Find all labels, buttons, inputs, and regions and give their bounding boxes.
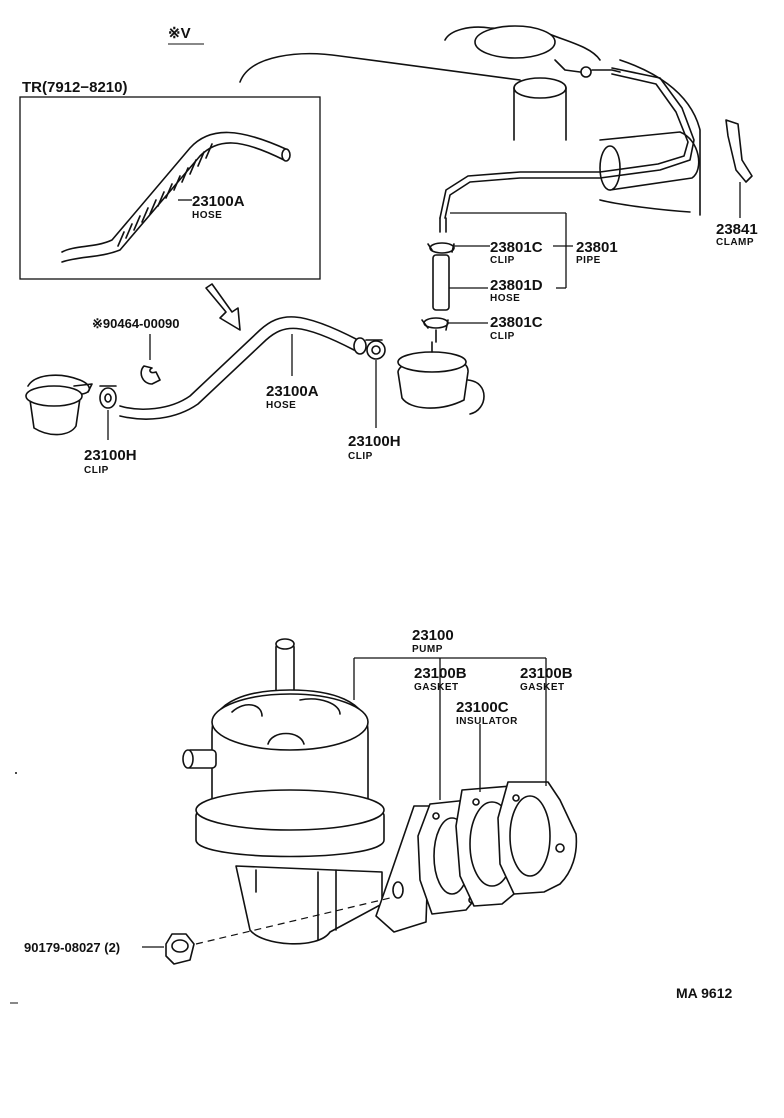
name-23100h-right: CLIP	[348, 451, 373, 462]
name-23801d: HOSE	[490, 293, 520, 304]
diagram-code: MA 9612	[676, 985, 733, 1001]
name-23801c-bottom: CLIP	[490, 331, 515, 342]
inset-box	[19, 96, 321, 280]
arrow-icon	[205, 283, 241, 331]
label-23801c-bottom: 23801C	[490, 314, 543, 331]
hose-23100a	[119, 316, 367, 420]
inset-title: TR(7912−8210)	[22, 79, 127, 96]
nut-90179	[165, 897, 391, 965]
name-23100b-1: GASKET	[414, 682, 459, 693]
label-23100b-2: 23100B	[520, 665, 573, 682]
engine-outline	[239, 25, 701, 216]
name-23100c: INSULATOR	[456, 716, 518, 727]
name-23100h-left: CLIP	[84, 465, 109, 476]
leaders-right	[448, 212, 573, 324]
name-23100a: HOSE	[266, 400, 296, 411]
label-90464: ※90464-00090	[92, 316, 180, 331]
label-23100b-1: 23100B	[414, 665, 467, 682]
fuel-pump-large	[182, 638, 431, 945]
inset-part-23100a: 23100A	[192, 193, 245, 210]
label-23801c-top: 23801C	[490, 239, 543, 256]
label-23841: 23841	[716, 221, 758, 238]
gasket-23100b-2	[497, 781, 578, 895]
label-23100h-right: 23100H	[348, 433, 401, 450]
label-23801d: 23801D	[490, 277, 543, 294]
clamp-23841	[725, 119, 753, 218]
label-23100c: 23100C	[456, 699, 509, 716]
fuel-filter-left	[25, 374, 93, 436]
hose-23801d	[432, 254, 450, 311]
inset-name-hose: HOSE	[192, 210, 222, 221]
label-90179: 90179-08027 (2)	[24, 940, 120, 955]
leaders-bottom	[353, 657, 547, 800]
name-23100b-2: GASKET	[520, 682, 565, 693]
name-23841: CLAMP	[716, 237, 754, 248]
inset-hose	[61, 131, 291, 263]
clip-23801c-top	[427, 242, 455, 254]
label-23100a: 23100A	[266, 383, 319, 400]
label-23100-pump: 23100	[412, 627, 454, 644]
clip-23100h-right	[365, 339, 386, 360]
clip-90464	[140, 365, 161, 385]
name-23801: PIPE	[576, 255, 601, 266]
clip-23801c-bottom	[421, 317, 449, 343]
label-23801: 23801	[576, 239, 618, 256]
label-23100h-left: 23100H	[84, 447, 137, 464]
clip-23100h-left	[99, 385, 117, 409]
name-23801c-top: CLIP	[490, 255, 515, 266]
pipe-23801	[439, 67, 695, 233]
fuel-pump-small	[397, 341, 485, 415]
variant-mark: ※V	[168, 25, 191, 42]
name-23100-pump: PUMP	[412, 644, 443, 655]
